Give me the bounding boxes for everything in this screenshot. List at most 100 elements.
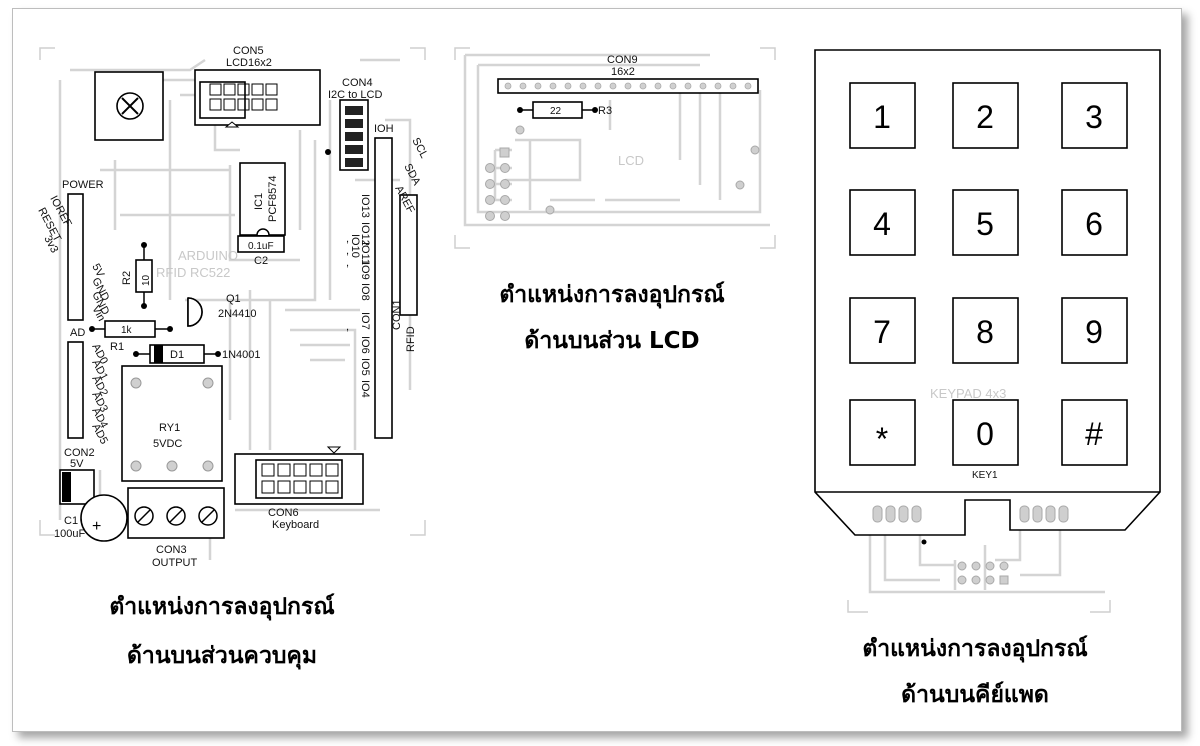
con3-name: CON3 bbox=[156, 544, 187, 556]
r3-resistor bbox=[532, 101, 583, 119]
io13-label: IO13 bbox=[359, 194, 371, 218]
con9-name: CON9 bbox=[607, 54, 638, 66]
key-0: 0 bbox=[952, 399, 1019, 466]
key-label: 1 bbox=[873, 99, 891, 135]
con6-pins bbox=[261, 463, 339, 494]
ad-header bbox=[67, 341, 84, 439]
c1-name: C1 bbox=[64, 515, 78, 527]
io8-label: IO8 bbox=[359, 283, 371, 301]
ry1-type: 5VDC bbox=[153, 438, 182, 450]
con3-type: OUTPUT bbox=[152, 557, 198, 569]
con6-type: Keyboard bbox=[272, 519, 319, 531]
control-caption-line1: ตำแหน่งการลงอุปกรณ์ bbox=[109, 593, 334, 621]
con4-name: CON4 bbox=[342, 77, 373, 89]
keypad-board: 1 2 3 4 5 6 7 8 9 * 0 # KEYPAD 4x3 KEY1 bbox=[814, 49, 1161, 613]
svg-text:,: , bbox=[346, 257, 349, 269]
arduino-ghost: ARDUINO bbox=[178, 248, 238, 263]
rfid-ghost: RFID RC522 bbox=[156, 265, 230, 280]
c1-capacitor bbox=[80, 494, 128, 542]
key-1: 1 bbox=[849, 82, 916, 149]
con1-name: CON1 bbox=[391, 299, 403, 330]
power-label: POWER bbox=[62, 179, 104, 191]
c1-polarity: + bbox=[92, 518, 101, 535]
svg-text:,: , bbox=[346, 321, 349, 333]
keypad-caption-line2: ด้านบนคีย์แพด bbox=[901, 681, 1049, 708]
key-label: 2 bbox=[976, 99, 994, 135]
lcd-caption-line1: ตำแหน่งการลงอุปกรณ์ bbox=[499, 281, 724, 309]
lcd-caption-line2: ด้านบนส่วน LCD bbox=[524, 328, 699, 354]
io4-label: IO4 bbox=[359, 380, 371, 398]
key-label: 0 bbox=[976, 416, 994, 452]
key-7: 7 bbox=[849, 297, 916, 364]
ad-label: AD bbox=[70, 327, 85, 339]
key-2: 2 bbox=[952, 82, 1019, 149]
key-label: 9 bbox=[1085, 314, 1103, 350]
ry1-name: RY1 bbox=[159, 422, 180, 434]
key-star: * bbox=[849, 399, 916, 466]
ioh-header bbox=[374, 137, 393, 439]
key-label: # bbox=[1085, 416, 1103, 452]
con2-type: 5V bbox=[70, 458, 84, 470]
key-label: 7 bbox=[873, 314, 891, 350]
power-header bbox=[67, 193, 84, 321]
q1-type: 2N4410 bbox=[218, 308, 257, 320]
v5-label: 5V bbox=[89, 262, 106, 280]
ic1-chip bbox=[239, 162, 286, 236]
key-label: 6 bbox=[1085, 206, 1103, 242]
r2-name: R2 bbox=[121, 271, 133, 285]
key-4: 4 bbox=[849, 189, 916, 256]
q1-name: Q1 bbox=[226, 293, 241, 305]
keypad-pads bbox=[872, 505, 1069, 585]
con5-name: CON5 bbox=[233, 45, 264, 57]
r2-value: 10 bbox=[141, 274, 152, 286]
r3-value: 22 bbox=[550, 106, 562, 117]
key-5: 5 bbox=[952, 189, 1019, 256]
key-8: 8 bbox=[952, 297, 1019, 364]
con5-pins bbox=[209, 83, 278, 111]
d1-diode bbox=[149, 344, 205, 364]
svg-text:,: , bbox=[346, 233, 349, 245]
keypad-ghost: KEYPAD 4x3 bbox=[930, 386, 1006, 401]
key1-label: KEY1 bbox=[972, 470, 998, 481]
key-label: 5 bbox=[976, 206, 994, 242]
rfid-header bbox=[399, 194, 418, 316]
io7-label: IO7 bbox=[359, 312, 371, 330]
con3-screws bbox=[134, 506, 218, 526]
con1-type: RFID bbox=[405, 326, 417, 352]
key-label: 4 bbox=[873, 206, 891, 242]
r1-value: 1k bbox=[121, 325, 133, 336]
key-3: 3 bbox=[1061, 82, 1128, 149]
key-label: 3 bbox=[1085, 99, 1103, 135]
keypad-caption-line1: ตำแหน่งการลงอุปกรณ์ bbox=[862, 635, 1087, 663]
lcd-ghost: LCD bbox=[618, 153, 644, 168]
control-board: CON5 LCD16x2 CON4 I2C to LCD IOH AREF SD… bbox=[35, 45, 430, 569]
sda-label: SDA bbox=[401, 162, 423, 188]
io11-label: IO11 bbox=[359, 242, 371, 265]
r3-name: R3 bbox=[598, 105, 612, 117]
key-hash: # bbox=[1061, 399, 1128, 466]
key-label: 8 bbox=[976, 314, 994, 350]
scl-label: SCL bbox=[409, 136, 430, 161]
lcd-board: CON9 16x2 22 R3 LCD bbox=[454, 47, 776, 249]
c1-value: 100uF bbox=[54, 528, 85, 540]
con6-name: CON6 bbox=[268, 507, 299, 519]
ioh-label: IOH bbox=[374, 123, 394, 135]
io9-label: IO9 bbox=[359, 262, 371, 280]
io6-label: IO6 bbox=[359, 336, 371, 354]
c2-capacitor bbox=[237, 235, 285, 253]
r1-name: R1 bbox=[110, 341, 124, 353]
control-caption-line2: ด้านบนส่วนควบคุม bbox=[127, 643, 317, 670]
con5-type: LCD16x2 bbox=[226, 57, 272, 69]
con9-type: 16x2 bbox=[611, 66, 635, 78]
c2-value: 0.1uF bbox=[248, 241, 274, 252]
d1-type: 1N4001 bbox=[222, 349, 261, 361]
r1-resistor bbox=[104, 320, 156, 338]
r2-resistor bbox=[135, 259, 153, 293]
con2-name: CON2 bbox=[64, 447, 95, 459]
con4-type: I2C to LCD bbox=[328, 89, 382, 101]
lcd-pads bbox=[485, 125, 760, 221]
svg-text:,: , bbox=[346, 245, 349, 257]
d1-name: D1 bbox=[170, 349, 184, 361]
